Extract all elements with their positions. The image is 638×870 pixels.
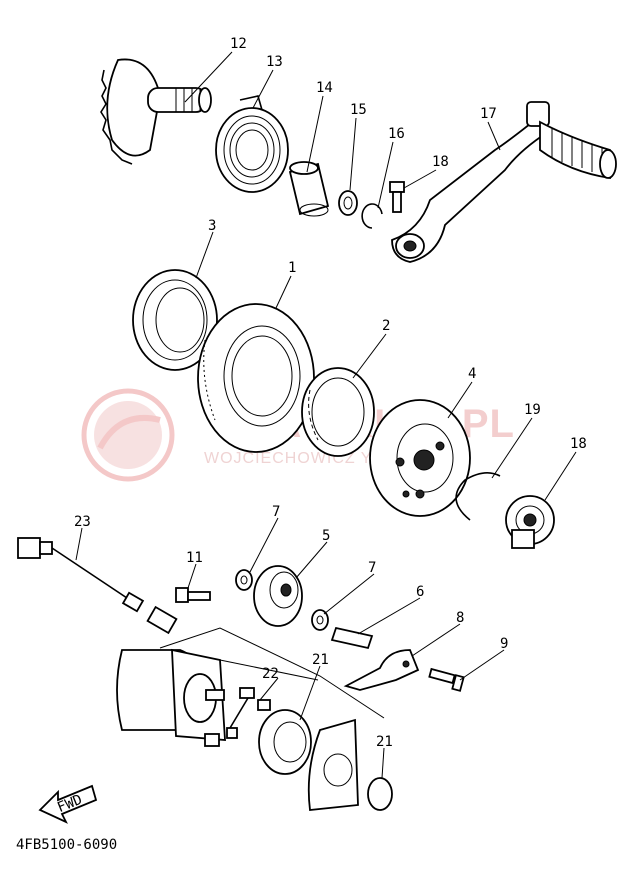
part-7-washer-b <box>311 609 329 631</box>
callout-20: 21 <box>312 652 329 668</box>
callout-16: 17 <box>480 106 497 122</box>
part-10-bolt <box>175 587 211 603</box>
part-13-collar <box>288 161 330 217</box>
callout-11: 12 <box>230 36 247 52</box>
part-7-washer-a <box>235 569 253 591</box>
part-6-shaft <box>330 626 374 650</box>
callout-labels: 12 13 14 15 16 17 18 3 1 2 4 19 18 23 11… <box>74 36 587 750</box>
callout-1: 1 <box>288 260 296 276</box>
callout-15: 16 <box>388 126 405 142</box>
callout-8: 8 <box>456 610 464 626</box>
part-5-idler-gear <box>253 565 303 627</box>
part-20-starter-motor <box>116 648 359 811</box>
part-17-bolt <box>389 181 405 213</box>
callout-14: 15 <box>350 102 367 118</box>
part-4-clutch-outer <box>369 399 471 517</box>
part-21-oring <box>367 777 393 811</box>
callout-6: 6 <box>416 584 424 600</box>
part-18-drive-gear <box>505 495 555 549</box>
callout-12: 13 <box>266 54 283 70</box>
fwd-arrow-icon: FWD <box>38 784 98 824</box>
callout-18: 18 <box>570 436 587 452</box>
callout-10: 11 <box>186 550 203 566</box>
part-9-screw <box>428 667 465 692</box>
watermark-logo <box>81 388 175 482</box>
callout-5: 5 <box>322 528 330 544</box>
diagram-code: 4FB5100-6090 <box>16 837 117 853</box>
callout-7a: 7 <box>272 504 280 520</box>
part-14-washer <box>338 190 358 216</box>
part-8-plate <box>343 649 420 691</box>
callout-9: 9 <box>500 636 508 652</box>
callout-7b: 7 <box>368 560 376 576</box>
part-3-seal <box>132 269 218 371</box>
callout-2: 2 <box>382 318 390 334</box>
part-11-kick-shaft <box>100 58 212 165</box>
part-22-brush-holder <box>204 687 271 747</box>
part-19-circlip <box>455 472 501 521</box>
callout-3: 3 <box>208 218 216 234</box>
part-16-kick-crank <box>391 101 617 263</box>
part-1-starter-wheel-gear <box>197 303 315 453</box>
part-15-circlip <box>361 203 383 229</box>
callout-17: 18 <box>432 154 449 170</box>
callout-13: 14 <box>316 80 333 96</box>
callout-23: 23 <box>74 514 91 530</box>
callout-21: 21 <box>376 734 393 750</box>
part-2-oneway-clutch <box>301 367 375 457</box>
leader-lines <box>75 51 577 779</box>
callout-4: 4 <box>468 366 476 382</box>
callout-22: 22 <box>262 666 279 682</box>
part-23-lead-wire <box>17 537 178 635</box>
callout-19: 19 <box>524 402 541 418</box>
part-12-torsion-spring <box>215 95 289 193</box>
